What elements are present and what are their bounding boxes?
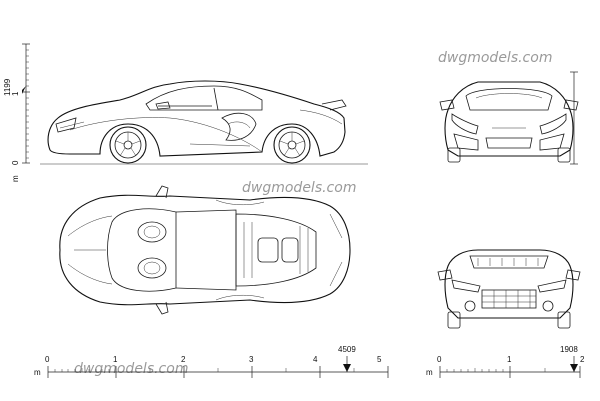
length-tick-0: 0 [45,355,50,364]
length-tick-2: 2 [181,355,186,364]
length-dimension-label: 4509 [338,345,356,354]
width-dimension-label: 1908 [560,345,578,354]
width-tick-0: 0 [437,355,442,364]
watermark-center: dwgmodels.com [242,180,356,196]
height-tick-1: 1 [11,91,20,96]
width-unit: m [426,368,433,377]
width-tick-1: 1 [507,355,512,364]
width-scale: 1908 0 1 2 m [426,345,585,378]
car-rear-view [437,249,581,329]
length-tick-4: 4 [313,355,318,364]
car-top-view [59,185,351,315]
length-tick-1: 1 [113,355,118,364]
height-tick-0: 0 [11,160,20,165]
car-front-view [439,71,579,165]
car-side-view [40,80,368,165]
height-dimension-label: 1199 [3,78,12,96]
length-unit: m [34,368,41,377]
length-scale: 4509 0 1 2 3 4 5 m [34,345,389,378]
height-unit: m [11,175,20,182]
length-tick-5: 5 [377,355,382,364]
width-tick-2: 2 [580,355,585,364]
height-scale: 1199 1 0 m [3,43,30,182]
length-tick-3: 3 [249,355,254,364]
watermark-top-right: dwgmodels.com [438,50,552,66]
watermark-bottom-left: dwgmodels.com [74,361,188,377]
